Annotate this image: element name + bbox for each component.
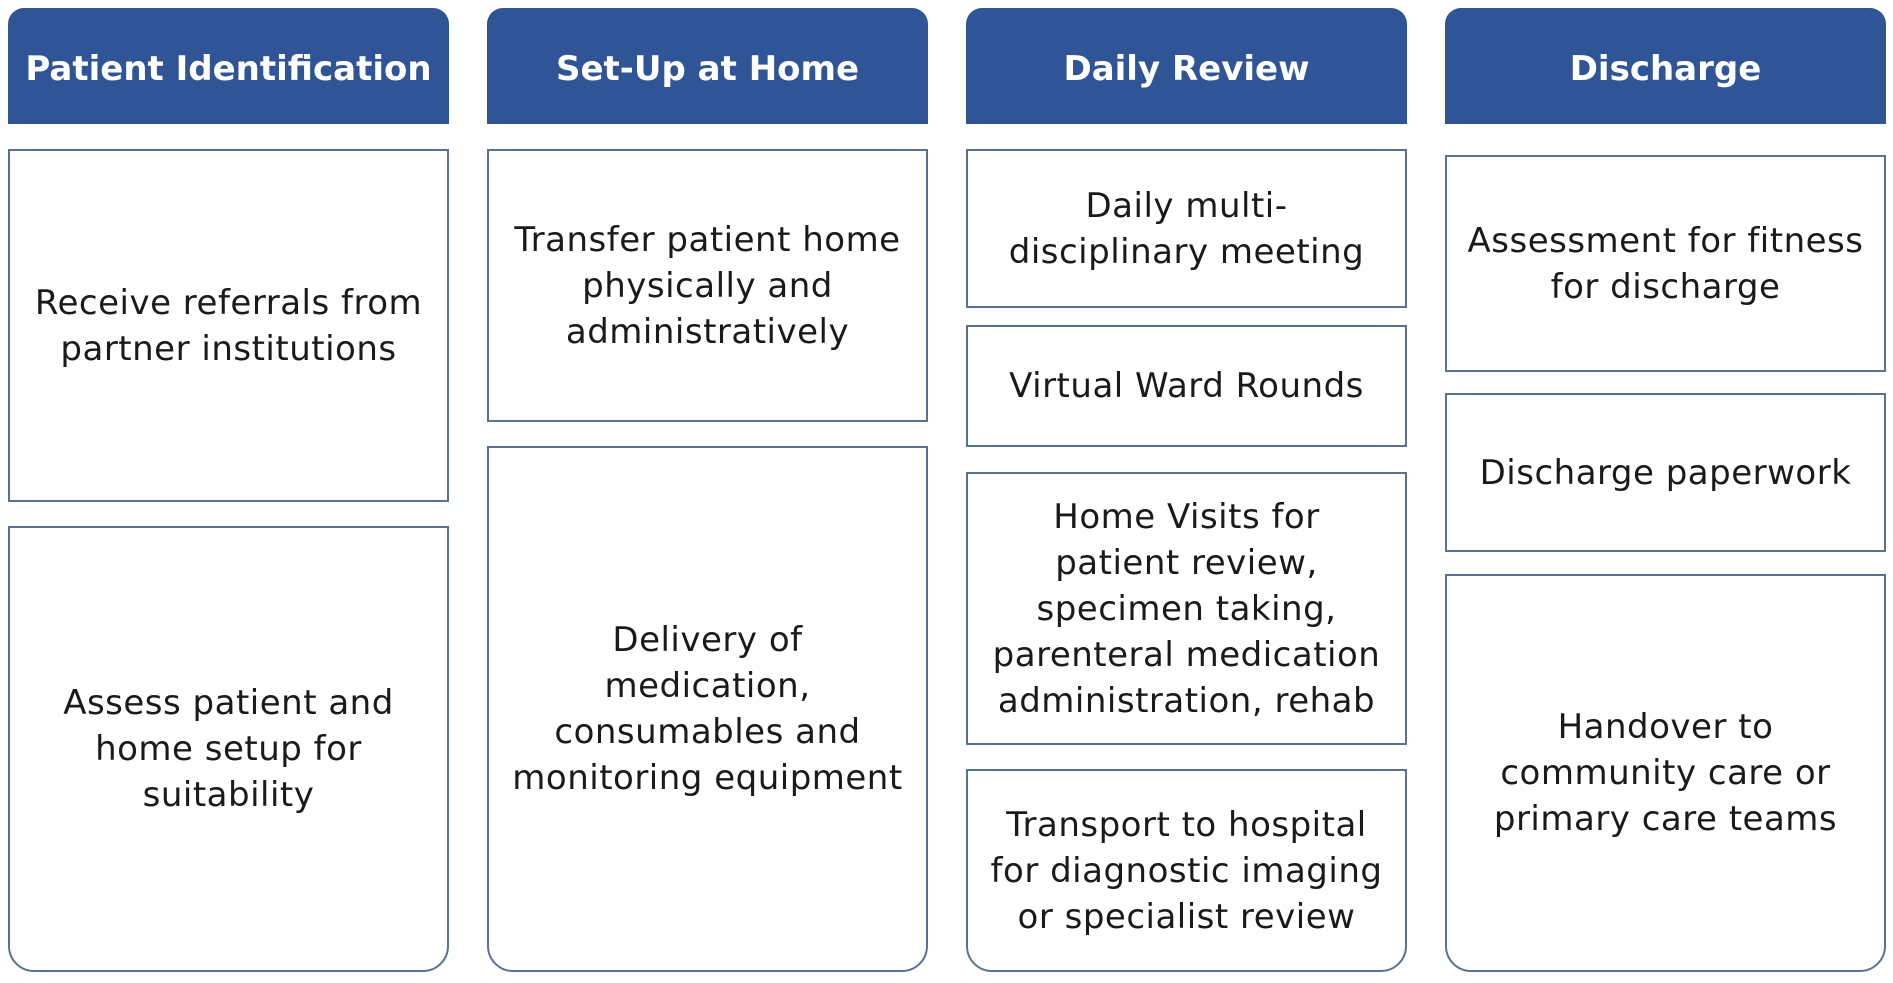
step-discharge-paperwork: Discharge paperwork <box>1445 393 1886 552</box>
step-delivery-of-medication: Delivery of medication, consumables and … <box>487 446 928 972</box>
step-home-visits: Home Visits for patient review, specimen… <box>966 472 1407 745</box>
step-handover-to-community-care: Handover to community care or primary ca… <box>1445 574 1886 972</box>
step-transfer-patient-home: Transfer patient home physically and adm… <box>487 149 928 422</box>
step-receive-referrals: Receive referrals from partner instituti… <box>8 149 449 502</box>
step-assess-suitability: Assess patient and home setup for suitab… <box>8 526 449 972</box>
step-daily-mdt-meeting: Daily multi-disciplinary meeting <box>966 149 1407 308</box>
column-header-patient-identification: Patient Identification <box>8 8 449 124</box>
column-header-discharge: Discharge <box>1445 8 1886 124</box>
column-header-set-up-at-home: Set-Up at Home <box>487 8 928 124</box>
step-assessment-for-fitness: Assessment for fitness for discharge <box>1445 155 1886 372</box>
step-transport-to-hospital: Transport to hospital for diagnostic ima… <box>966 769 1407 972</box>
step-virtual-ward-rounds: Virtual Ward Rounds <box>966 325 1407 447</box>
column-header-daily-review: Daily Review <box>966 8 1407 124</box>
